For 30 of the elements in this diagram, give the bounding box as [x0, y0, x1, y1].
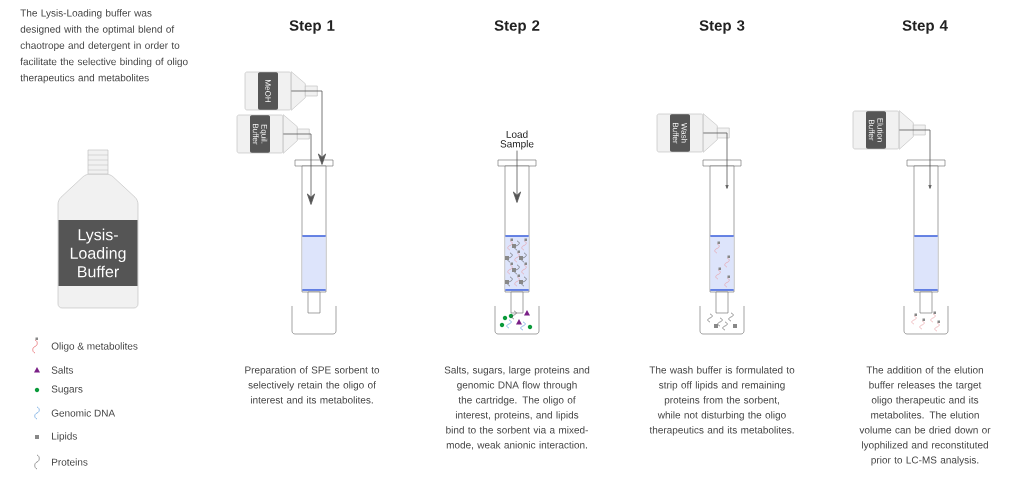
- spe-cartridge: [294, 159, 334, 314]
- bottle: MeOH: [244, 71, 318, 111]
- legend-label: Genomic DNA: [51, 409, 116, 417]
- arrow: [512, 150, 522, 203]
- arrow: [702, 132, 729, 189]
- spe-cartridge: [497, 159, 537, 314]
- arrow: [898, 129, 932, 189]
- step-heading: Step 3: [699, 20, 745, 34]
- step-heading: Step 2: [494, 20, 540, 34]
- intro-text: The Lysis-Loading buffer was designed with the optimal blend of chaotrope and detergent in order to facilitate the selective binding of oligo therapeutics and metabolites: [20, 9, 188, 84]
- legend-label: Salts: [51, 366, 74, 374]
- step-heading: Step 1: [289, 20, 335, 34]
- spe-cartridge: [702, 159, 742, 314]
- step-description: Salts, sugars, large proteins and genomic DNA flow through the cartridge. The oligo of interest, proteins, and lipids bind to the sorbent via a mixed-mode, weak anionic interaction.: [444, 366, 590, 450]
- legend-label: Proteins: [52, 458, 88, 466]
- step-heading: Step 4: [902, 20, 948, 34]
- input-label: Load Sample: [500, 130, 534, 150]
- spe-cartridge: [906, 159, 946, 314]
- legend-label: Oligo & metabolites: [51, 342, 138, 352]
- bottle: Equil. Buffer: [236, 114, 310, 154]
- legend-label: Lipids: [52, 432, 77, 442]
- step-description: Preparation of SPE sorbent to selectively retain the oligo of interest and its metabolites.: [245, 366, 380, 404]
- arrow: [282, 133, 316, 205]
- bottle: Lysis-Loading Buffer: [57, 149, 139, 309]
- step-description: The wash buffer is formulated to strip off lipids and remaining proteins from the sorbent, while not disturbing the oligo therapeutics and its metabolites.: [649, 366, 795, 436]
- bottle: Wash Buffer: [656, 113, 730, 153]
- arrow: [290, 90, 327, 165]
- bottle: Elution Buffer: [852, 110, 926, 150]
- step-description: The addition of the elution buffer releases the target oligo therapeutic and its metabolites. The elution volume can be dried down or lyophilized and reconstituted prior to LC-MS analysis.: [859, 366, 991, 466]
- legend-label: Sugars: [51, 385, 83, 395]
